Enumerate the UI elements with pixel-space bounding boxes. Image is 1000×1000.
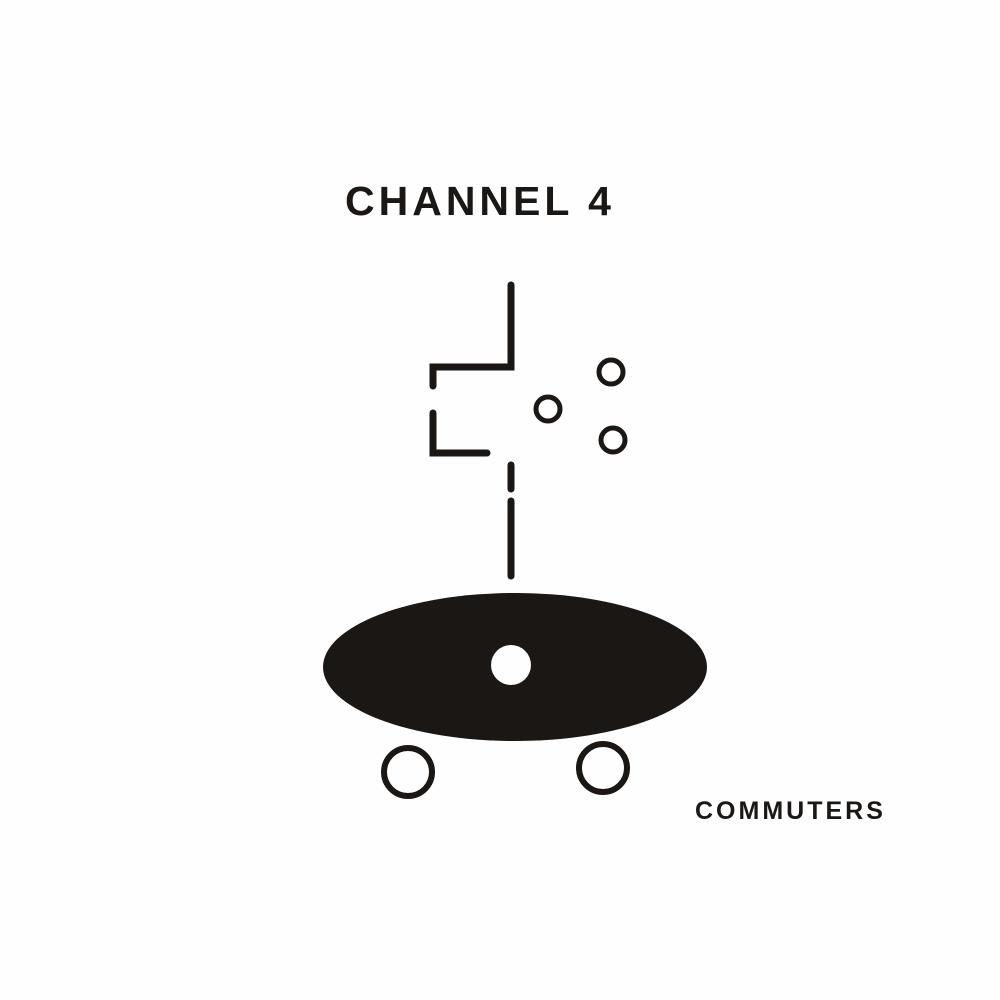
small-circle-left bbox=[533, 394, 563, 424]
lower-bracket-line bbox=[429, 409, 491, 457]
small-circle-top bbox=[596, 357, 626, 387]
small-circle-bottom bbox=[598, 425, 628, 455]
ellipse-hole bbox=[491, 645, 531, 685]
wheel-right-icon bbox=[576, 741, 630, 795]
album-subtitle: COMMUTERS bbox=[695, 797, 886, 825]
wheel-left-icon bbox=[381, 745, 435, 799]
album-title: CHANNEL 4 bbox=[345, 178, 615, 224]
upper-bracket-line bbox=[429, 281, 515, 390]
